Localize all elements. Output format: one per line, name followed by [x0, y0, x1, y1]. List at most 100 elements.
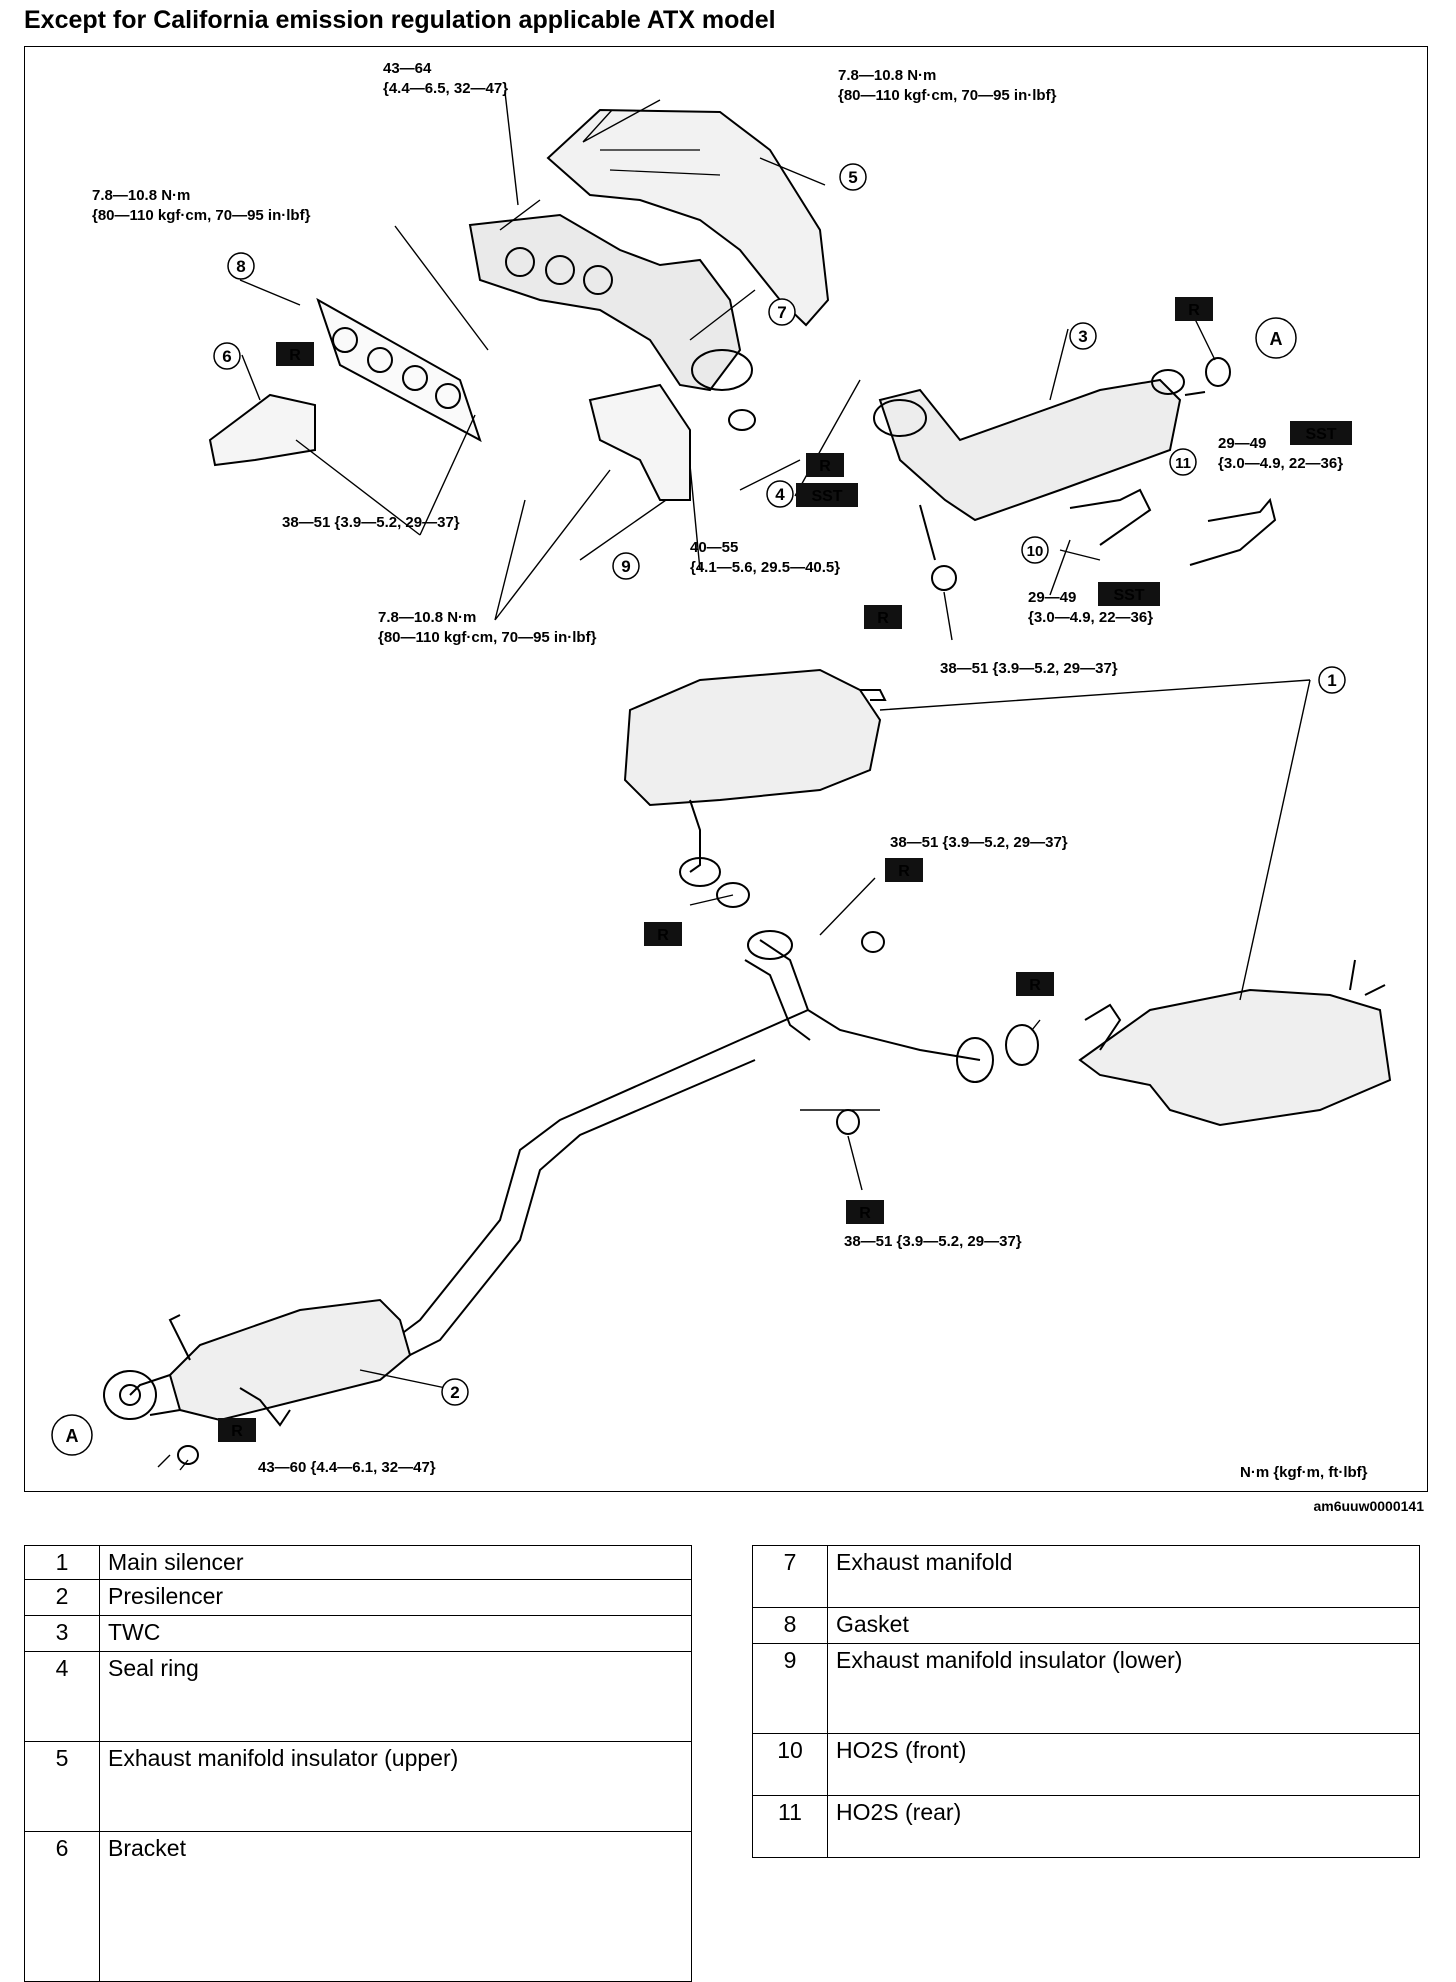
sst-badge: SST [1305, 426, 1336, 443]
part-number: 10 [752, 1733, 828, 1796]
y-pipe [739, 939, 981, 1061]
replace-badge: R [898, 863, 910, 880]
part-number: 5 [24, 1741, 100, 1832]
part-name: TWC [99, 1615, 692, 1652]
callout-6: 6 [222, 347, 231, 366]
torque-label: 38—51 {3.9—5.2, 29—37} [844, 1233, 1022, 1250]
table-row: 10 HO2S (front) [752, 1733, 1420, 1796]
parts-table-right: 7 Exhaust manifold 8 Gasket 9 Exhaust ma… [752, 1545, 1420, 1858]
parts-table-left: 1 Main silencer 2 Presilencer 3 TWC 4 Se… [24, 1545, 692, 1982]
units-label: N·m {kgf·m, ft·lbf} [1240, 1464, 1368, 1481]
torque-label: {3.0—4.9, 22—36} [1218, 455, 1343, 472]
table-row: 5 Exhaust manifold insulator (upper) [24, 1741, 692, 1832]
torque-label: 29—49 [1028, 589, 1076, 606]
parts-table-right-body: 7 Exhaust manifold 8 Gasket 9 Exhaust ma… [752, 1545, 1420, 1858]
torque-label: 7.8—10.8 N·m [838, 67, 936, 84]
torque-label: {3.0—4.9, 22—36} [1028, 609, 1153, 626]
callout-8: 8 [236, 257, 245, 276]
part-number: 6 [24, 1831, 100, 1982]
part-number: 3 [24, 1615, 100, 1652]
torque-label: 29—49 [1218, 435, 1266, 452]
part-name: Seal ring [99, 1651, 692, 1742]
torque-label: 43—60 {4.4—6.1, 32—47} [258, 1459, 436, 1476]
twc [878, 378, 1182, 522]
diagram-frame [24, 46, 1428, 1492]
nut-lower [836, 1109, 860, 1135]
replace-badge: R [1188, 302, 1200, 319]
torque-label: {80—110 kgf·cm, 70—95 in·lbf} [92, 207, 311, 224]
replace-badge: R [657, 927, 669, 944]
part-name: Bracket [99, 1831, 692, 1982]
torque-label: 40—55 [690, 539, 738, 556]
front-pipe [399, 1039, 756, 1356]
ho2s-front [1069, 488, 1152, 546]
part-number: 2 [24, 1579, 100, 1616]
part-number: 9 [752, 1643, 828, 1734]
part-name: Gasket [827, 1607, 1420, 1644]
callout-7: 7 [777, 303, 786, 322]
gasket [316, 297, 482, 443]
part-number: 7 [752, 1545, 828, 1608]
seal-ring-4 [728, 409, 756, 431]
table-row: 3 TWC [24, 1615, 692, 1652]
callout-2: 2 [450, 1383, 459, 1402]
bracket [208, 393, 316, 467]
callout-9: 9 [621, 557, 630, 576]
torque-label: 38—51 {3.9—5.2, 29—37} [282, 514, 460, 531]
torque-label: {80—110 kgf·cm, 70—95 in·lbf} [378, 629, 597, 646]
part-name: HO2S (rear) [827, 1795, 1420, 1858]
exhaust-system-diagram: 43—64 {4.4—6.5, 32—47} 7.8—10.8 N·m {80—… [51, 60, 1392, 1481]
torque-label: {4.4—6.5, 32—47} [383, 80, 508, 97]
part-name: Exhaust manifold [827, 1545, 1420, 1608]
replace-badge: R [859, 1205, 871, 1222]
table-row: 4 Seal ring [24, 1651, 692, 1742]
torque-label: {4.1—5.6, 29.5—40.5} [690, 559, 840, 576]
presilencer [168, 1298, 412, 1422]
part-name: Exhaust manifold insulator (upper) [99, 1741, 692, 1832]
callout-4: 4 [775, 485, 785, 504]
table-row: 1 Main silencer [24, 1545, 692, 1580]
document-id: am6uuw0000141 [1313, 1498, 1424, 1514]
part-number: 8 [752, 1607, 828, 1644]
callout-1: 1 [1327, 671, 1336, 690]
replace-badge: R [1029, 977, 1041, 994]
page-title: Except for California emission regulatio… [24, 6, 776, 34]
part-number: 1 [24, 1545, 100, 1580]
callout-3: 3 [1078, 327, 1087, 346]
torque-label: 43—64 [383, 60, 432, 77]
replace-badge: R [289, 347, 301, 364]
main-silencer-upper [623, 668, 882, 807]
sst-badge: SST [811, 488, 842, 505]
replace-badge: R [231, 1423, 243, 1440]
main-silencer-lower [1078, 988, 1392, 1127]
replace-badge: R [819, 458, 831, 475]
table-row: 11 HO2S (rear) [752, 1795, 1420, 1858]
torque-label: {80—110 kgf·cm, 70—95 in·lbf} [838, 87, 1057, 104]
part-name: Exhaust manifold insulator (lower) [827, 1643, 1420, 1734]
part-name: HO2S (front) [827, 1733, 1420, 1796]
table-row: 6 Bracket [24, 1831, 692, 1982]
part-number: 4 [24, 1651, 100, 1742]
table-row: 8 Gasket [752, 1607, 1420, 1644]
parts-table-left-body: 1 Main silencer 2 Presilencer 3 TWC 4 Se… [24, 1545, 692, 1982]
table-row: 7 Exhaust manifold [752, 1545, 1420, 1608]
callout-10: 10 [1027, 543, 1044, 560]
part-name: Main silencer [99, 1545, 692, 1580]
torque-label: 38—51 {3.9—5.2, 29—37} [890, 834, 1068, 851]
table-row: 2 Presilencer [24, 1579, 692, 1616]
part-number: 11 [752, 1795, 828, 1858]
callout-11: 11 [1175, 455, 1191, 472]
torque-label: 7.8—10.8 N·m [378, 609, 476, 626]
manifold-insulator-lower [588, 383, 691, 501]
callout-a-bottom: A [66, 1426, 79, 1446]
callout-a-top: A [1270, 329, 1283, 349]
part-name: Presilencer [99, 1579, 692, 1616]
nut-y-pipe [861, 931, 885, 953]
replace-badge: R [877, 610, 889, 627]
callout-5: 5 [848, 168, 857, 187]
nut-presilencer [177, 1445, 199, 1465]
ho2s-rear [1189, 497, 1277, 566]
sst-badge: SST [1113, 587, 1144, 604]
torque-label: 38—51 {3.9—5.2, 29—37} [940, 660, 1118, 677]
manifold-insulator-upper [546, 108, 830, 327]
